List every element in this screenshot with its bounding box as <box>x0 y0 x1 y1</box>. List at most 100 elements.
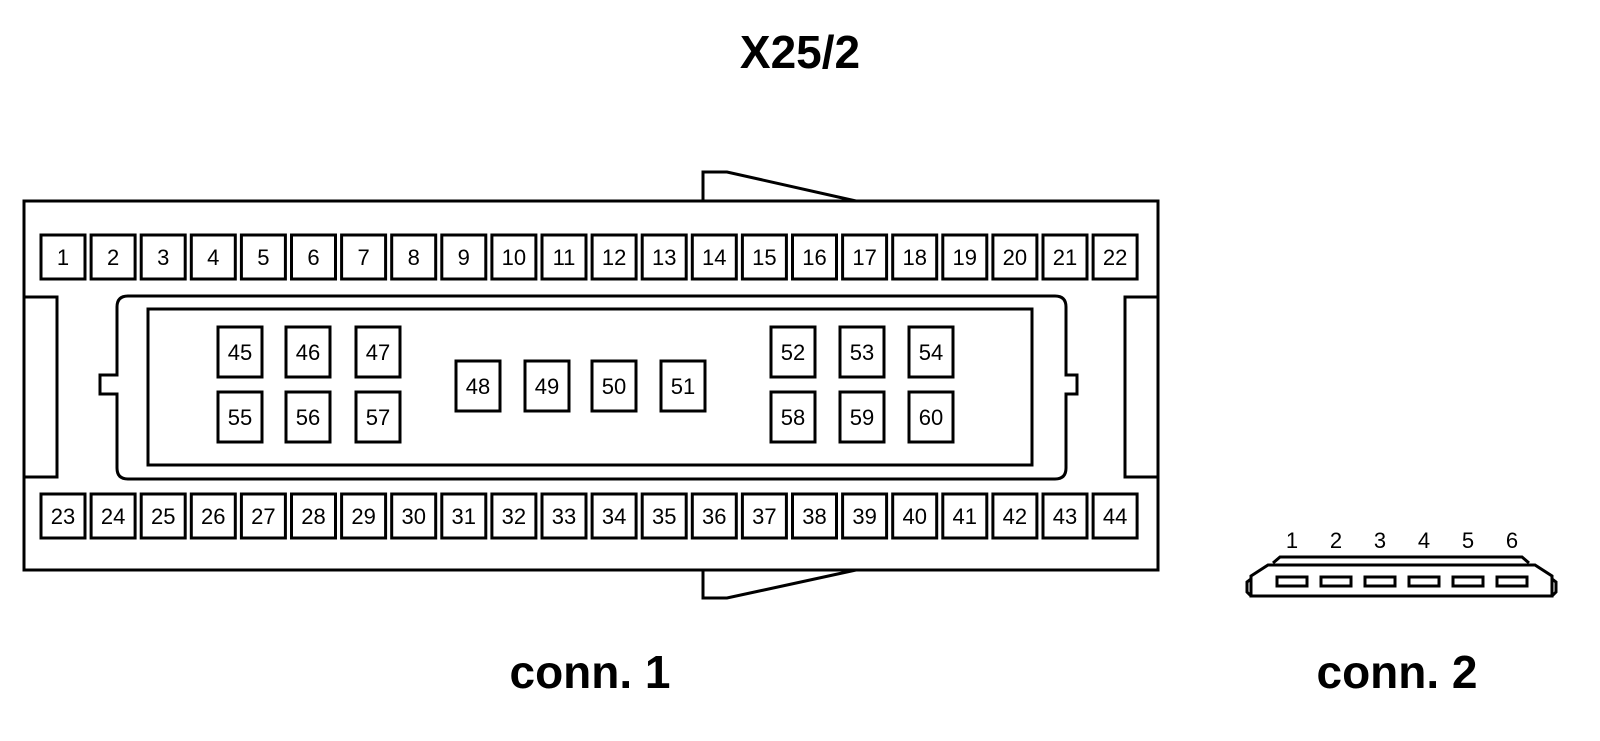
pin-label: 18 <box>902 245 926 270</box>
connector-2 <box>1245 555 1558 598</box>
pin-box <box>1041 233 1089 281</box>
connector-2-pin-6: 6 <box>1495 528 1529 588</box>
pin-label: 2 <box>107 245 119 270</box>
pin-28: 28 <box>290 492 337 540</box>
pin-box <box>189 233 237 281</box>
pin-box <box>590 359 638 413</box>
pin-37: 37 <box>740 492 788 540</box>
pin-box <box>490 233 538 281</box>
pin-box <box>690 492 738 540</box>
pin-box <box>290 492 337 540</box>
pin-box <box>659 359 707 413</box>
pin-slot <box>1363 575 1397 588</box>
pin-box <box>340 233 388 281</box>
pin-58: 58 <box>769 390 817 444</box>
pin-box <box>838 390 886 444</box>
pin-label: 39 <box>852 504 876 529</box>
pin-25: 25 <box>139 492 187 540</box>
pin-label: 9 <box>458 245 470 270</box>
pin-box <box>841 492 889 540</box>
pin-label: 36 <box>702 504 726 529</box>
pin-box <box>189 492 237 540</box>
pin-box <box>39 492 87 540</box>
pin-35: 35 <box>640 492 688 540</box>
pin-42: 42 <box>991 492 1039 540</box>
pin-label: 1 <box>57 245 69 270</box>
pin-24: 24 <box>89 492 137 540</box>
pin-57: 57 <box>354 390 402 444</box>
pin-label: 8 <box>408 245 420 270</box>
connector-2-caption: conn. 2 <box>1316 646 1477 698</box>
connector-1-caption: conn. 1 <box>509 646 670 698</box>
pin-label: 46 <box>296 340 320 365</box>
pin-box <box>440 233 488 281</box>
pin-box <box>139 492 187 540</box>
pin-55: 55 <box>216 390 264 444</box>
pin-box <box>1091 492 1139 540</box>
connector-2-pin-3: 3 <box>1363 528 1397 588</box>
pin-label: 55 <box>228 405 252 430</box>
pin-label: 44 <box>1103 504 1127 529</box>
pin-5: 5 <box>239 233 287 281</box>
pin-label: 40 <box>902 504 926 529</box>
pin-45: 45 <box>216 325 264 379</box>
pin-2: 2 <box>89 233 137 281</box>
pin-box <box>769 390 817 444</box>
pin-label: 23 <box>51 504 75 529</box>
pin-box <box>354 390 402 444</box>
pin-label: 29 <box>351 504 375 529</box>
pin-label: 6 <box>1506 528 1518 553</box>
pin-box <box>284 325 332 379</box>
pin-label: 16 <box>802 245 826 270</box>
pin-label: 32 <box>502 504 526 529</box>
pin-label: 33 <box>552 504 576 529</box>
pin-9: 9 <box>440 233 488 281</box>
pin-box <box>769 325 817 379</box>
pin-label: 50 <box>602 374 626 399</box>
pin-label: 48 <box>466 374 490 399</box>
pin-27: 27 <box>239 492 287 540</box>
connector-2-pin-2: 2 <box>1319 528 1353 588</box>
pin-box <box>907 390 955 444</box>
pin-label: 56 <box>296 405 320 430</box>
pin-46: 46 <box>284 325 332 379</box>
pin-label: 27 <box>251 504 275 529</box>
pin-box <box>89 233 137 281</box>
pin-6: 6 <box>290 233 337 281</box>
pin-box <box>239 233 287 281</box>
pin-4: 4 <box>189 233 237 281</box>
pin-label: 51 <box>671 374 695 399</box>
pin-label: 59 <box>850 405 874 430</box>
pin-31: 31 <box>440 492 488 540</box>
connector-2-pin-1: 1 <box>1275 528 1309 588</box>
pin-18: 18 <box>891 233 939 281</box>
pin-box <box>841 233 889 281</box>
pin-34: 34 <box>590 492 638 540</box>
pin-19: 19 <box>941 233 989 281</box>
latch-top <box>701 170 857 203</box>
pin-label: 34 <box>602 504 626 529</box>
pin-box <box>454 359 502 413</box>
pin-box <box>1091 233 1139 281</box>
pin-60: 60 <box>907 390 955 444</box>
pin-59: 59 <box>838 390 886 444</box>
pin-box <box>216 390 264 444</box>
pin-40: 40 <box>891 492 939 540</box>
pin-box <box>791 492 838 540</box>
left-guide <box>22 295 59 479</box>
pin-22: 22 <box>1091 233 1139 281</box>
inner-panel <box>146 307 1034 467</box>
pin-label: 60 <box>919 405 943 430</box>
pin-29: 29 <box>340 492 388 540</box>
pin-label: 28 <box>301 504 325 529</box>
pin-label: 43 <box>1053 504 1077 529</box>
pin-label: 19 <box>953 245 977 270</box>
pin-label: 7 <box>357 245 369 270</box>
pin-33: 33 <box>540 492 588 540</box>
pin-label: 35 <box>652 504 676 529</box>
pin-label: 57 <box>366 405 390 430</box>
right-guide <box>1123 295 1160 479</box>
pin-47: 47 <box>354 325 402 379</box>
